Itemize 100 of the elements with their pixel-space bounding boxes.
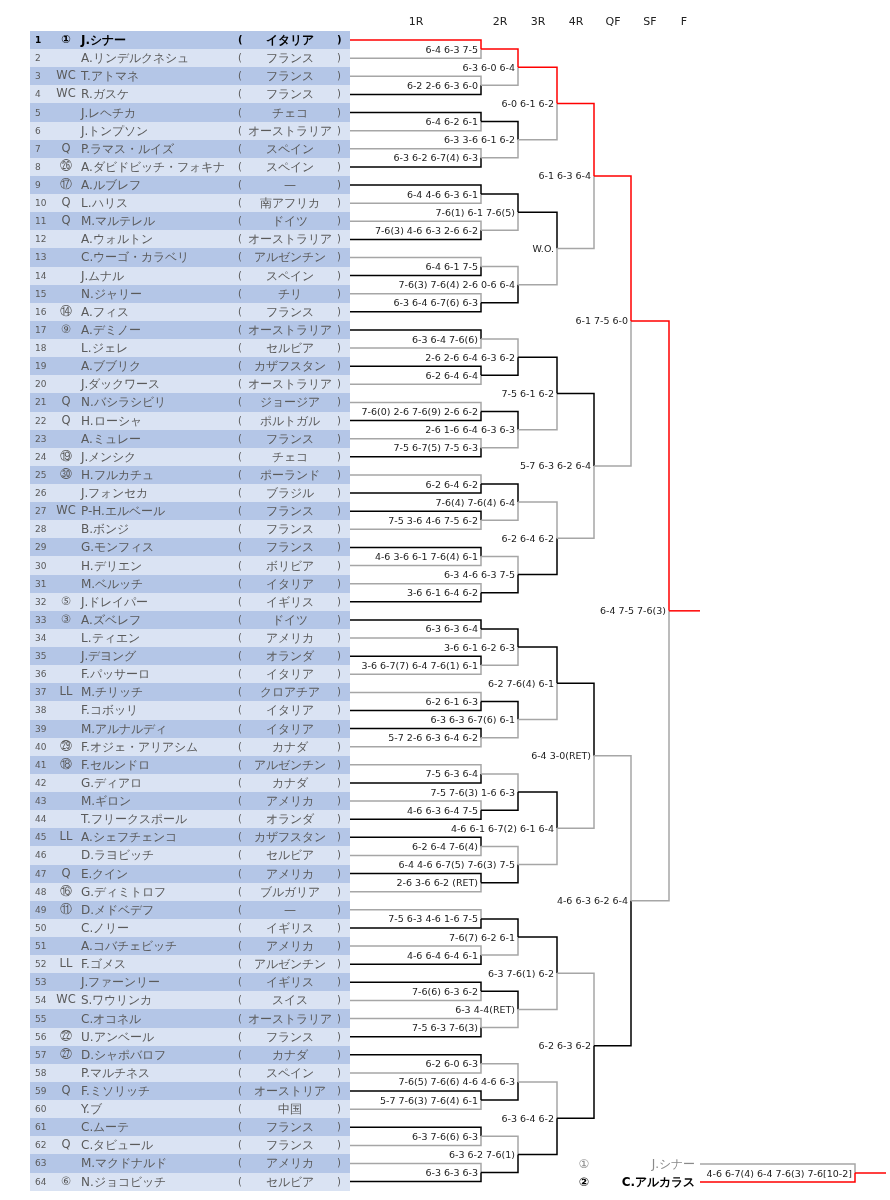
- bracket-line: [480, 936, 519, 956]
- player-name: A.ダビドビッチ・フォキナ: [81, 159, 225, 175]
- closing-parenthesis: ): [337, 1121, 341, 1134]
- bracket-line: [349, 555, 482, 567]
- bracket-line: [349, 918, 482, 929]
- opening-parenthesis: (: [238, 559, 242, 572]
- closing-parenthesis: ): [337, 795, 341, 808]
- closing-parenthesis: ): [337, 305, 341, 318]
- player-name: N.ジャリー: [81, 286, 142, 301]
- bracket-line: [517, 646, 558, 685]
- bracket-line: [349, 365, 482, 377]
- player-row: [30, 502, 350, 521]
- player-name: A.ルブレフ: [81, 177, 141, 193]
- match-score: 7-5 6-3 4-6 1-6 7-5: [388, 912, 481, 926]
- player-name: L.ハリス: [81, 195, 128, 211]
- match-score: 7-6(6) 6-3 6-2: [411, 984, 481, 998]
- match-score: 7-5 6-7(5) 7-5 6-3: [393, 441, 481, 455]
- draw-number: 23: [35, 433, 47, 445]
- draw-number: 61: [35, 1121, 47, 1133]
- seed-label: ⑰: [60, 178, 72, 192]
- match-score: 6-2 6-0 6-3: [425, 1057, 481, 1071]
- player-name: F.パッサーロ: [81, 667, 150, 682]
- bracket-line: [480, 573, 519, 594]
- match-score: 6-3 6-4 7-6(6): [411, 332, 481, 346]
- opening-parenthesis: (: [238, 251, 242, 264]
- opening-parenthesis: (: [238, 70, 242, 83]
- bracket-line: [517, 66, 558, 105]
- player-name: J.ダックワース: [81, 377, 161, 392]
- match-score: 7-5 3-6 4-6 7-5 6-2: [388, 513, 481, 527]
- seed-label: LL: [59, 830, 73, 845]
- country-name: フランス: [266, 87, 314, 102]
- player-name: T.フリークスポール: [81, 812, 187, 827]
- bracket-line: [349, 628, 482, 639]
- seed-label: ③: [60, 613, 72, 627]
- opening-parenthesis: (: [238, 106, 242, 119]
- closing-parenthesis: ): [337, 34, 342, 47]
- player-row: [30, 357, 350, 376]
- bracket-line: [349, 184, 482, 195]
- player-name: T.アトマネ: [81, 69, 139, 84]
- bracket-line: [349, 84, 482, 96]
- player-name: J.シナー: [81, 32, 127, 48]
- country-name: スイス: [272, 993, 308, 1008]
- country-name: アメリカ: [266, 793, 314, 809]
- bracket-line: [517, 682, 558, 721]
- opening-parenthesis: (: [238, 976, 242, 989]
- opening-parenthesis: (: [238, 776, 242, 789]
- player-name: J.ドレイパー: [81, 594, 149, 609]
- opening-parenthesis: (: [238, 849, 242, 862]
- match-score: 6-1 6-3 6-4: [538, 169, 594, 183]
- match-score: 6-3 6-3 6-7(6) 6-1: [430, 713, 518, 727]
- country-name: アメリカ: [266, 1156, 314, 1171]
- seed-label: ①: [578, 1156, 590, 1172]
- bracket-line: [349, 1090, 482, 1101]
- draw-number: 17: [35, 324, 47, 336]
- seed-label: ⑱: [60, 757, 72, 772]
- closing-parenthesis: ): [337, 505, 341, 518]
- draw-number: 19: [35, 360, 47, 372]
- country-name: セルビア: [266, 1174, 314, 1189]
- seed-label: Q: [61, 866, 71, 881]
- bracket-line: [349, 1054, 482, 1065]
- bracket-line: [349, 220, 482, 232]
- opening-parenthesis: (: [238, 541, 242, 554]
- country-name: オーストラリア: [248, 377, 332, 392]
- opening-parenthesis: (: [238, 197, 242, 210]
- bracket-line: [349, 338, 482, 349]
- country-name: イタリア: [266, 721, 314, 736]
- seed-label: ①: [61, 33, 71, 47]
- bracket-line: [480, 990, 519, 1011]
- bracket-line: [556, 755, 595, 830]
- player-name: J.トンプソン: [81, 123, 149, 138]
- player-name: J.ムナル: [81, 268, 125, 283]
- player-row: [30, 520, 350, 539]
- country-name: オランダ: [266, 812, 314, 827]
- opening-parenthesis: (: [238, 758, 242, 771]
- bracket-line: [480, 918, 519, 938]
- match-score: 6-4 4-6 6-3 6-1: [406, 187, 481, 201]
- seed-label: ②: [578, 1174, 590, 1190]
- player-name: J.レヘチカ: [81, 105, 137, 120]
- closing-parenthesis: ): [337, 921, 341, 934]
- match-score: 7-6(0) 2-6 7-6(9) 2-6 6-2: [361, 405, 481, 418]
- draw-number: 57: [35, 1049, 47, 1061]
- player-name: F.ゴメス: [81, 956, 126, 972]
- seed-label: WC: [56, 87, 76, 102]
- bracket-line: [699, 1172, 856, 1183]
- country-name: オーストラリア: [248, 123, 332, 138]
- bracket-line: [349, 655, 482, 666]
- match-score: 3-6 6-7(7) 6-4 7-6(1) 6-1: [361, 658, 481, 672]
- player-name: M.マルテレル: [81, 214, 156, 229]
- match-score: 5-7 6-3 6-2 6-4: [519, 459, 594, 473]
- match-score: 6-3 6-3 6-3: [425, 1166, 481, 1180]
- player-name: B.ボンジ: [81, 522, 130, 537]
- country-name: イタリア: [266, 667, 314, 682]
- player-name: H.ローシャ: [81, 413, 142, 428]
- draw-number: 2: [35, 52, 41, 64]
- bracket-line: [480, 1063, 519, 1083]
- closing-parenthesis: ): [337, 668, 341, 681]
- match-score: 7-6(4) 7-6(4) 6-4: [435, 495, 518, 509]
- bracket-line: [349, 1026, 482, 1038]
- opening-parenthesis: (: [238, 940, 242, 953]
- draw-number: 64: [35, 1176, 47, 1187]
